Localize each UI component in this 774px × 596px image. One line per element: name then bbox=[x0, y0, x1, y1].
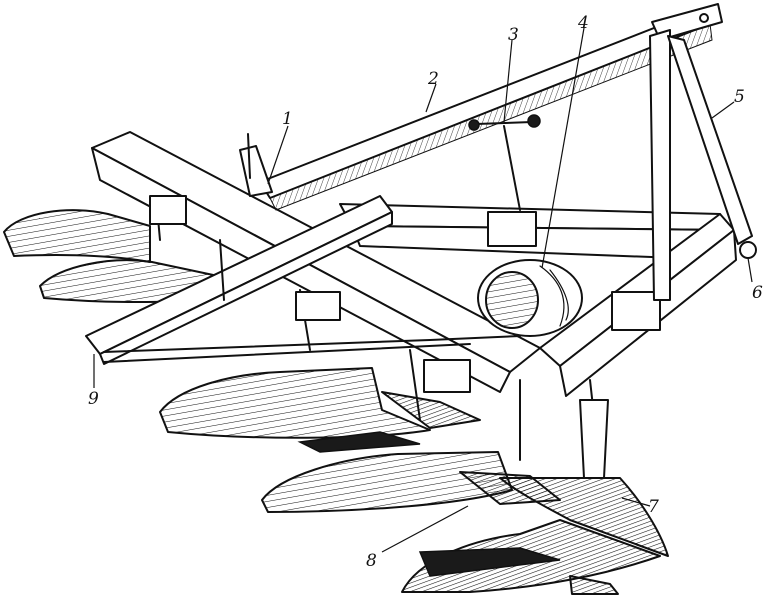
callout-1: 1 bbox=[282, 109, 293, 129]
leader-5 bbox=[711, 101, 735, 119]
share-dark-3 bbox=[297, 431, 421, 453]
beam-9-side bbox=[99, 211, 393, 365]
callout-7: 7 bbox=[648, 497, 659, 517]
callout-3: 3 bbox=[508, 25, 519, 45]
callout-8: 8 bbox=[366, 551, 377, 571]
diagonal-brace bbox=[103, 335, 521, 363]
callout-6: 6 bbox=[752, 283, 763, 303]
handle-ball-right bbox=[527, 114, 541, 128]
callout-labels: 1 2 3 4 5 6 7 8 9 bbox=[88, 13, 763, 571]
leader-3 bbox=[503, 39, 513, 123]
upper-link-2 bbox=[259, 9, 711, 199]
plough-bottoms bbox=[3, 209, 669, 595]
handle-ball-left bbox=[468, 119, 480, 131]
callout-5: 5 bbox=[734, 87, 745, 107]
hitch-assembly bbox=[239, 3, 757, 301]
mouldboard-3 bbox=[159, 367, 431, 439]
leader-4 bbox=[541, 27, 585, 269]
adjuster-screw-3 bbox=[475, 121, 533, 211]
leader-6 bbox=[747, 257, 753, 283]
adjuster-bracket bbox=[487, 211, 537, 247]
wheel-4-shading bbox=[539, 265, 569, 327]
mast-post bbox=[649, 29, 671, 301]
hitch-pin-top bbox=[699, 13, 709, 23]
pin-6 bbox=[739, 241, 757, 259]
mouldboard-1 bbox=[3, 209, 151, 263]
callout-2: 2 bbox=[427, 69, 439, 89]
standard-7 bbox=[579, 399, 609, 479]
share-dark-4 bbox=[418, 547, 561, 577]
lift-arm-1 bbox=[239, 145, 273, 197]
landside-shadow-4 bbox=[459, 471, 561, 505]
leader-8 bbox=[381, 505, 469, 553]
bracket-blocks bbox=[149, 195, 661, 393]
leader-7 bbox=[621, 497, 651, 507]
landside-shadow-3 bbox=[381, 391, 481, 429]
brace-5 bbox=[667, 35, 753, 245]
gauge-wheel bbox=[477, 259, 583, 337]
callout-9: 9 bbox=[88, 389, 99, 409]
frame-beam-rear-side bbox=[91, 147, 511, 393]
upper-link-2-hatch bbox=[269, 23, 713, 211]
callout-4: 4 bbox=[577, 13, 589, 33]
leader-lines bbox=[93, 27, 753, 553]
share-tip-1 bbox=[569, 575, 619, 595]
lift-arm-post bbox=[247, 133, 251, 179]
leader-2 bbox=[425, 83, 437, 113]
wheel-4-hub bbox=[485, 271, 539, 329]
leader-1 bbox=[267, 125, 289, 185]
